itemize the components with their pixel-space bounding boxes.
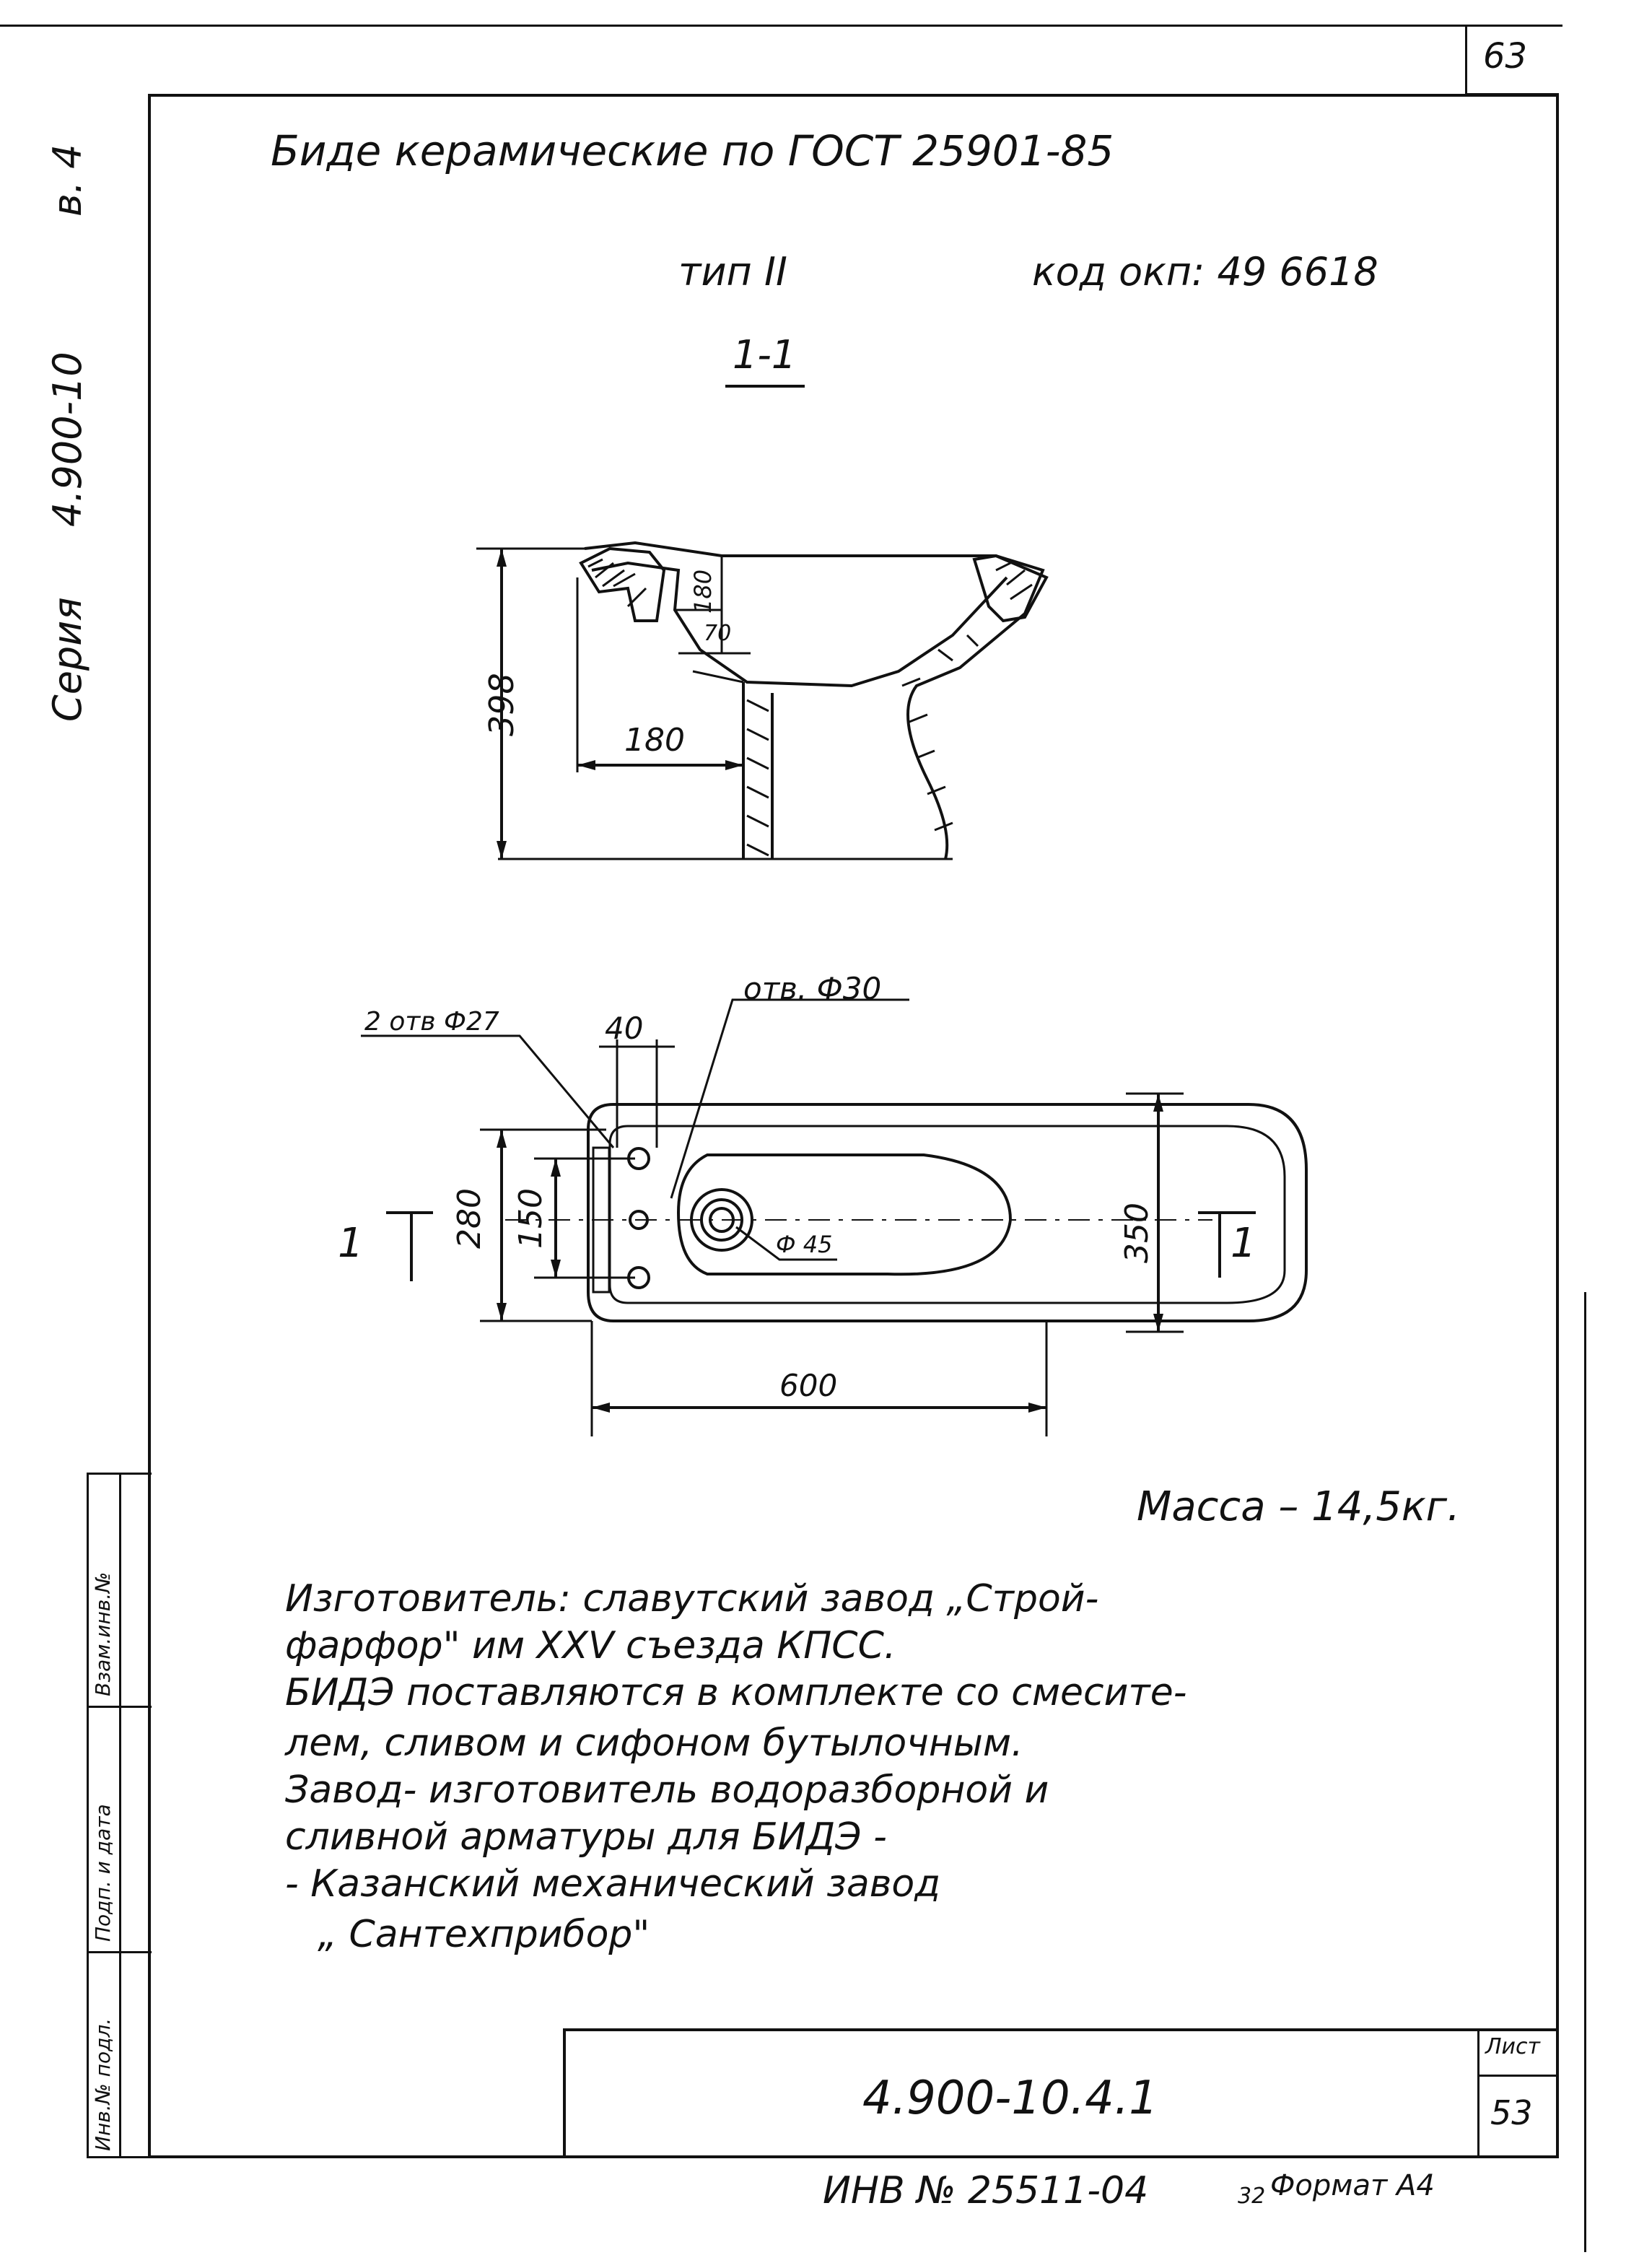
dim-600: 600 [779,1368,838,1403]
sheet-number-top: 63 [1483,36,1528,77]
dim-350: 350 [1119,1203,1155,1263]
sheet-number: 53 [1490,2093,1533,2132]
dim-70: 70 [704,621,732,646]
drawing-title: Биде керамические по ГОСТ 25901-85 [271,126,1114,175]
type-label: тип II [678,249,787,295]
right-edge-line [1584,1292,1586,2252]
dim-hole-d30: отв. Ф30 [743,971,882,1006]
dim-180-horizontal: 180 [624,722,685,759]
inventory-number: ИНВ № 25511-04 [823,2169,1149,2212]
note-line-1: Изготовитель: славутский завод „Строй- [285,1577,1099,1621]
dim-40: 40 [605,1011,644,1046]
cut-mark-left: 1 [338,1220,364,1267]
top-border-line [0,25,1562,27]
dim-d45: Ф 45 [776,1231,833,1258]
mass-label: Масса – 14,5кг. [1137,1483,1460,1530]
note-line-3: БИДЭ поставляются в комплекте со смесите… [285,1671,1187,1714]
bidet-section-outer [584,541,1045,860]
sheet-label: Лист [1485,2034,1541,2059]
bidet-section-inner [591,561,1008,688]
format-label: Формат А4 [1270,2169,1435,2202]
note-line-6: сливной арматуры для БИДЭ - [285,1815,887,1859]
note-line-8: „ Сантехприбор" [318,1913,650,1956]
side-stamp-box [87,1473,152,2158]
note-line-7: - Казанский механический завод [285,1862,941,1906]
note-line-2: фарфор" им XXV съезда КПСС. [285,1624,896,1667]
note-line-5: Завод- изготовитель водоразборной и [285,1768,1049,1812]
drawing-frame [148,94,1559,2158]
sheet-cell [1477,2031,1559,2158]
section-label: 1-1 [733,332,797,378]
dim-398: 398 [482,673,521,736]
cut-mark-right: 1 [1231,1220,1256,1267]
dim-150: 150 [512,1188,549,1249]
dim-180-vertical: 180 [689,569,717,614]
title-block [563,2028,1559,2158]
note-line-4: лем, сливом и сифоном бутылочным. [285,1722,1023,1765]
dim-2-holes-d27: 2 отв Ф27 [364,1007,499,1037]
document-code: 4.900-10.4.1 [862,2072,1158,2125]
okp-code: код окп: 49 6618 [1032,249,1378,295]
format-prefix: 32 [1238,2184,1266,2209]
bidet-plan-bowl [676,1153,1013,1276]
dim-280: 280 [451,1188,488,1249]
